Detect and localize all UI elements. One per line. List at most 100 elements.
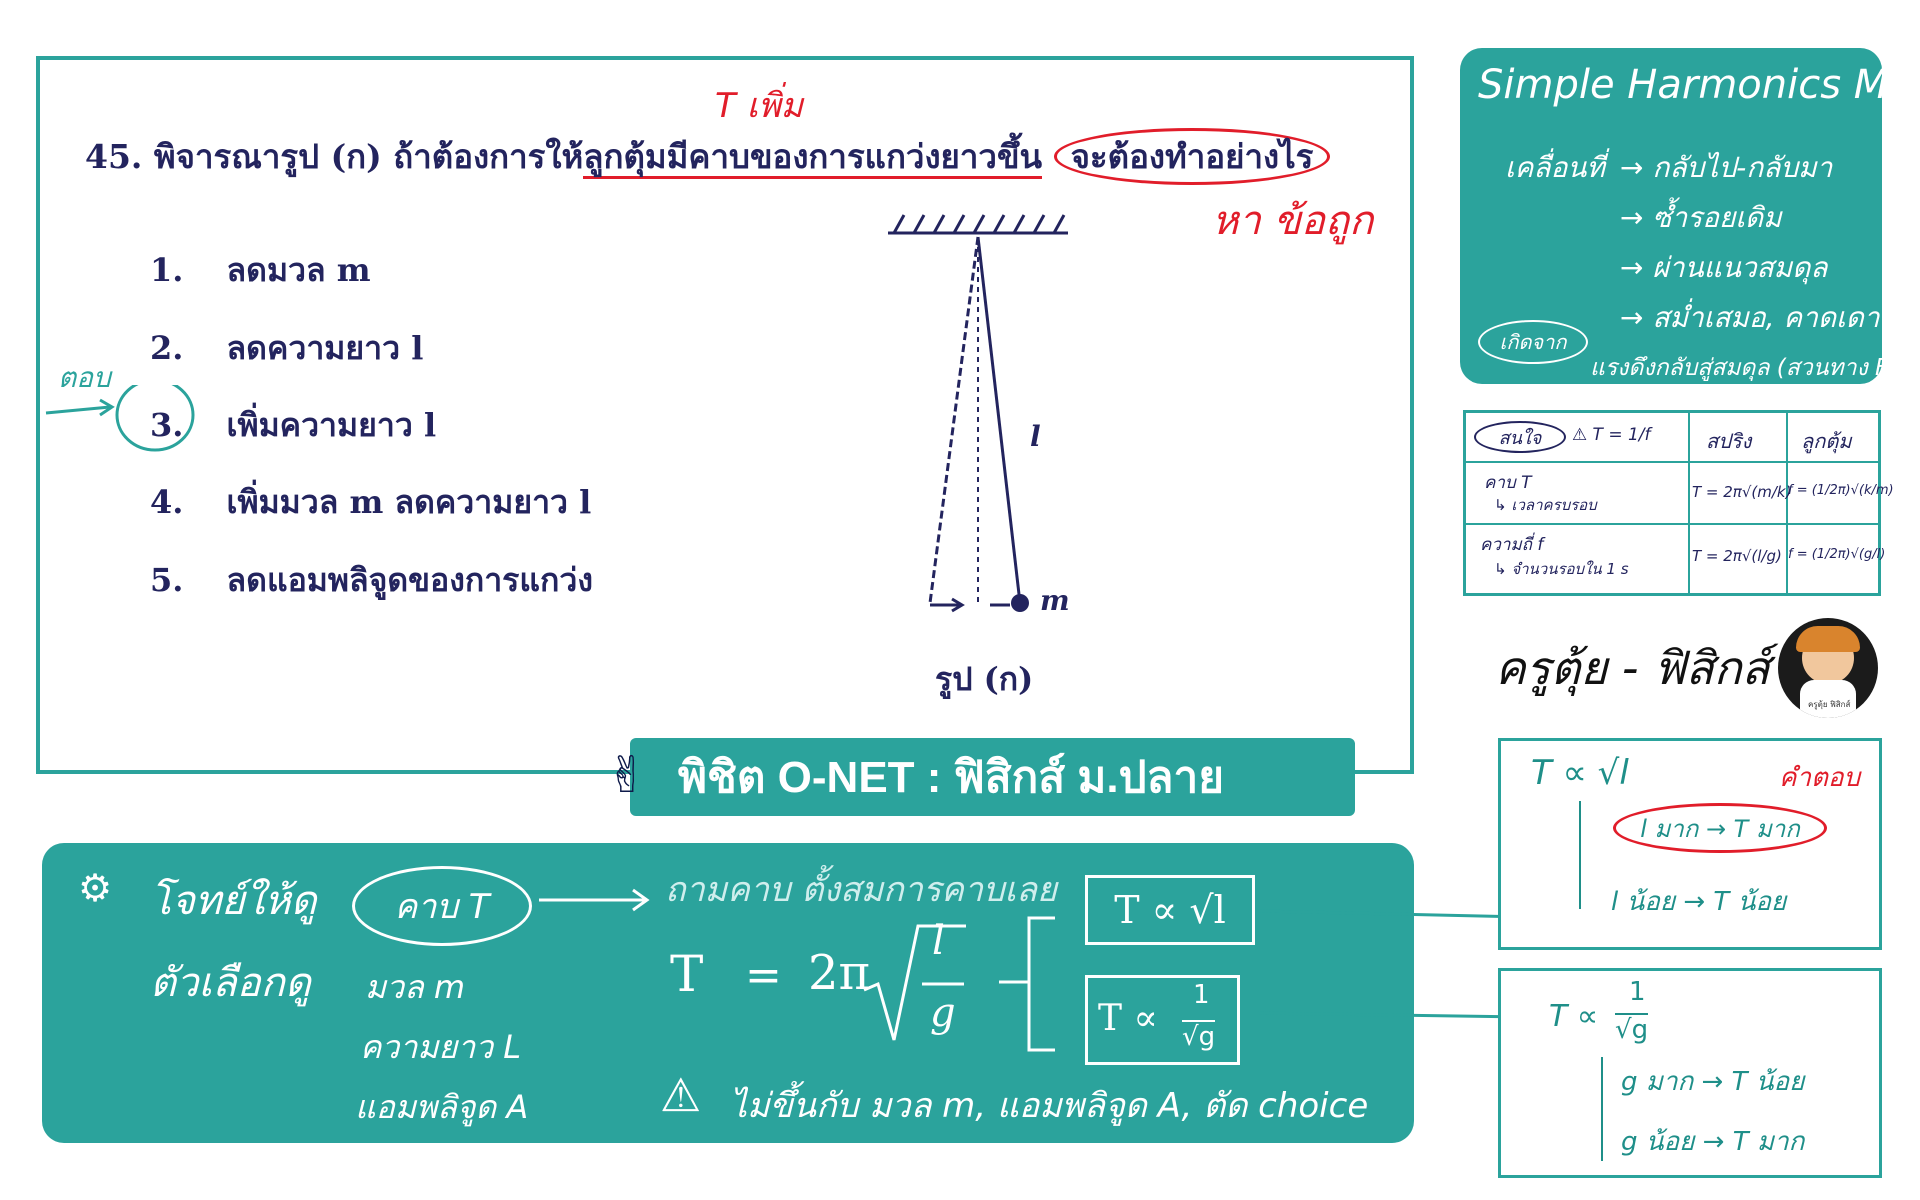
formula-denominator: g <box>930 990 956 1036</box>
table-header-spring: สปริง <box>1706 429 1752 453</box>
option-number: 2. <box>150 329 184 367</box>
asked-period: คาบ T <box>352 866 532 946</box>
row2-sub: ↳ จำนวนรอบใน 1 s <box>1494 560 1629 578</box>
shm-title: Simple Harmonics Motions <box>1478 62 1920 108</box>
option-text: เพิ่มมวล m ลดความยาว l <box>226 483 592 521</box>
formula-table: สนใจ ⚠ T = 1/f สปริง ลูกตุ้ม คาบ T ↳ เวล… <box>1463 410 1894 596</box>
option-number: 4. <box>150 483 184 521</box>
option-text: เพิ่มความยาว l <box>226 406 437 444</box>
warning-icon: ⚠ <box>660 1068 702 1122</box>
proportion-length: T ∝ √l <box>1085 875 1255 945</box>
teacher-name: ครูตุ้ย - ฟิสิกส์ <box>1495 641 1770 695</box>
banner-title: พิชิต O-NET : ฟิสิกส์ ม.ปลาย <box>678 753 1224 802</box>
shm-point-text: ผ่านแนวสมดุล <box>1652 251 1828 284</box>
step-options: ตัวเลือกดู <box>150 960 311 1006</box>
proportion-den: √g <box>1182 1020 1216 1052</box>
option-3: 3. เพิ่มความยาว l <box>150 400 436 451</box>
row2-spring: T = 2π√(l/g) <box>1692 547 1782 565</box>
variable-length: ความยาว L <box>360 1028 522 1066</box>
option-number: 1. <box>150 251 184 289</box>
option-5: 5. ลดแอมพลิจูดของการแกว่ง <box>150 555 593 606</box>
variable-amplitude: แอมพลิจูด A <box>355 1088 529 1126</box>
avatar-hair <box>1796 626 1860 652</box>
answer-box2-num: 1 <box>1629 977 1646 1007</box>
answer-box2-lhs: T ∝ <box>1549 999 1599 1034</box>
annotation-t-increase: T เพิ่ม <box>715 86 804 126</box>
table-header-pendulum: ลูกตุ้ม <box>1801 429 1852 453</box>
length-label: l <box>1030 420 1041 453</box>
answer2-row-1: g มาก → T น้อย <box>1621 1067 1805 1097</box>
proportion-gravity: T ∝ 1 √g <box>1085 975 1240 1065</box>
option-1: 1. ลดมวล m <box>150 245 371 296</box>
option-4: 4. เพิ่มมวล m ลดความยาว l <box>150 477 591 528</box>
row1-pendulum: f = (1/2π)√(k/m) <box>1788 483 1894 498</box>
answer-box2-den: √g <box>1615 1013 1649 1045</box>
formula-numerator: l <box>932 918 945 964</box>
answer-box-gravity: T ∝ 1 √g g มาก → T น้อย g น้อย → T มาก <box>1498 968 1882 1178</box>
answer2-row-2: g น้อย → T มาก <box>1621 1127 1805 1157</box>
variable-mass: มวล m <box>365 968 466 1006</box>
option-text: ลดแอมพลิจูดของการแกว่ง <box>226 561 593 599</box>
option-number: 3. <box>150 406 184 444</box>
table-header-focus: สนใจ <box>1474 421 1566 453</box>
question-text: พิจารณารูป (ก) ถ้าต้องการให้ <box>153 137 584 176</box>
arrow-icon <box>539 888 650 912</box>
pendulum-figure <box>888 214 1068 613</box>
sqrt-icon <box>863 924 966 1041</box>
option-text: ลดความยาว l <box>226 329 424 367</box>
tree-line <box>1579 801 1581 909</box>
table-divider <box>1786 413 1788 593</box>
step-question: โจทย์ให้ดู <box>150 878 317 924</box>
table-divider <box>1466 461 1878 463</box>
shm-cause-label: เกิดจาก <box>1478 320 1588 364</box>
table-divider <box>1466 523 1878 525</box>
row2-label: ความถี่ f <box>1480 535 1544 555</box>
shm-point-text: ซ้ำรอยเดิม <box>1652 201 1782 234</box>
avatar-caption: ครูตุ้ย ฟิสิกส์ <box>1808 700 1851 709</box>
shm-point-4: → สม่ำเสมอ, คาดเดาได้ <box>1620 301 1912 334</box>
mass-label: m <box>1040 584 1070 617</box>
answer-row-2: l น้อย → T น้อย <box>1611 887 1787 917</box>
row1-sub: ↳ เวลาครบรอบ <box>1494 496 1597 514</box>
annotation-find-correct: หา ข้อถูก <box>1212 198 1374 244</box>
point-bullet-icon: ⚙ <box>78 866 113 910</box>
answer-tag: คำตอบ <box>1779 763 1860 793</box>
shm-point-text: สม่ำเสมอ, คาดเดาได้ <box>1652 301 1912 334</box>
title-banner: พิชิต O-NET : ฟิสิกส์ ม.ปลาย <box>630 738 1355 816</box>
victory-hand-icon: ✌ <box>606 746 648 804</box>
table-divider <box>1688 413 1690 593</box>
question-number: 45. <box>85 137 143 176</box>
option-number: 5. <box>150 561 184 599</box>
row1-spring: T = 2π√(m/k) <box>1692 483 1792 501</box>
warning-text: ไม่ขึ้นกับ มวล m, แอมพลิจูด A, ตัด choic… <box>730 1086 1369 1126</box>
shm-point-3: → ผ่านแนวสมดุล <box>1620 251 1828 284</box>
question-underlined: ลูกตุ้มมีคาบของการแกว่งยาวขึ้น <box>583 137 1043 179</box>
option-2: 2. ลดความยาว l <box>150 323 423 374</box>
proportion-lhs: T ∝ <box>1098 998 1158 1039</box>
formula-two-pi: 2π <box>808 945 871 1001</box>
proportion-num: 1 <box>1193 980 1210 1010</box>
answer-circle-icon <box>45 385 195 452</box>
row2-pendulum: f = (1/2π)√(g/l) <box>1788 547 1886 562</box>
option-text: ลดมวล m <box>226 251 371 289</box>
brace-icon <box>999 916 1055 1052</box>
question-line: 45. พิจารณารูป (ก) ถ้าต้องการให้ลูกตุ้มม… <box>85 128 1331 185</box>
shm-point-text: กลับไป-กลับมา <box>1652 151 1833 184</box>
answer-box-title: T ∝ √l <box>1531 753 1629 793</box>
shm-point-1: → กลับไป-กลับมา <box>1620 151 1833 184</box>
tree-line <box>1601 1057 1603 1161</box>
question-circled: จะต้องทำอย่างไร <box>1053 128 1331 185</box>
figure-caption: รูป (ก) <box>935 660 1034 698</box>
table-header-note: ⚠ T = 1/f <box>1572 425 1651 445</box>
answer-box-length: T ∝ √l คำตอบ l มาก → T มาก l น้อย → T น้… <box>1498 738 1882 950</box>
formula-equals: = <box>745 950 782 1001</box>
shm-cause: แรงดึงกลับสู่สมดุล (สวนทาง F) <box>1590 355 1898 381</box>
formula-note: ถามคาบ ตั้งสมการคาบเลย <box>665 870 1057 910</box>
avatar: ครูตุ้ย ฟิสิกส์ <box>1778 618 1878 718</box>
shm-point-2: → ซ้ำรอยเดิม <box>1620 201 1782 234</box>
solution-panel <box>42 843 1414 1143</box>
answer-mark: ตอบ <box>58 361 111 394</box>
question-panel <box>36 56 1414 774</box>
shm-moves: เคลื่อนที่ <box>1505 151 1605 184</box>
row1-label: คาบ T <box>1484 473 1532 493</box>
